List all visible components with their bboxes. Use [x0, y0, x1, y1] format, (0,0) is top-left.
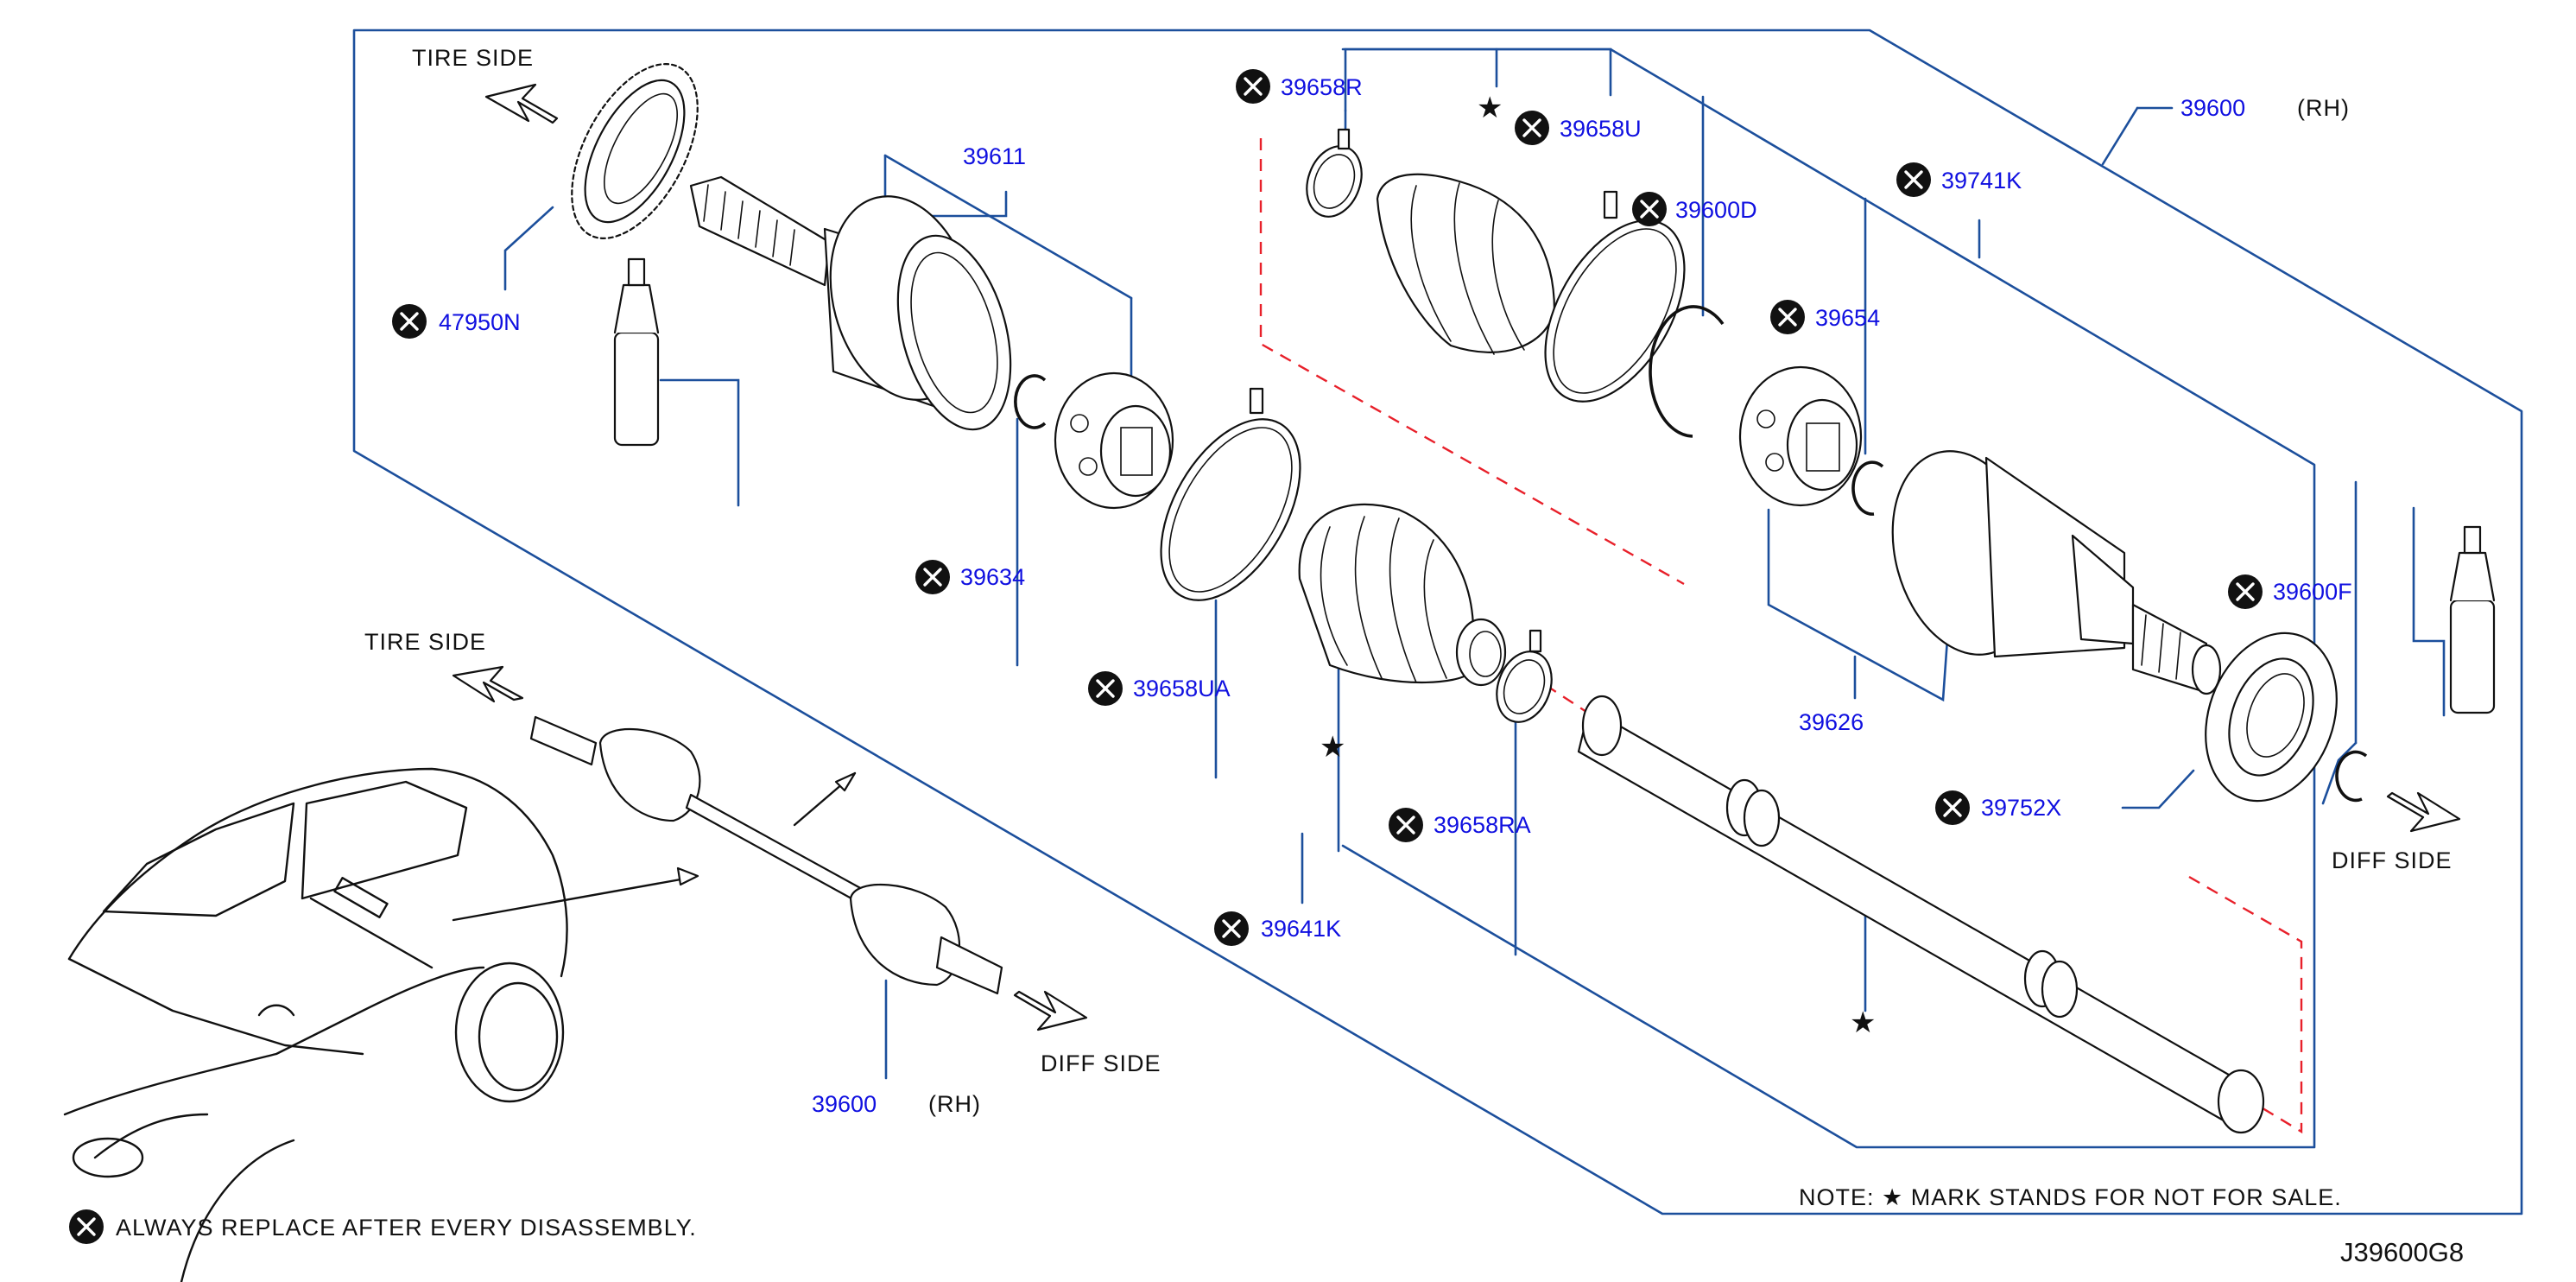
replace-x-icon	[67, 1208, 105, 1246]
part-number-39641K: 39641K	[1261, 916, 1341, 942]
abs-sensor-ring	[571, 63, 699, 239]
boot-band-39658UA	[1160, 387, 1301, 601]
replace-x-icon	[390, 302, 428, 340]
inner-joint-tripod	[1738, 365, 1863, 507]
replace-x-icon	[1934, 789, 1972, 827]
drive-shaft-assembly-overview	[529, 715, 1003, 995]
part-number-39658RA: 39658RA	[1434, 812, 1531, 838]
replace-x-icon	[1630, 190, 1668, 228]
inner-joint-spider	[1054, 371, 1174, 510]
part-side-rh-top: (RH)	[2297, 95, 2350, 121]
replace-x-icon	[2226, 573, 2264, 611]
small-boot-band-39658RA	[1496, 629, 1553, 723]
snap-ring-39654	[1851, 460, 1884, 516]
replace-x-icon	[914, 558, 952, 596]
snap-ring-39600D	[1649, 305, 1725, 438]
part-number-39654: 39654	[1815, 305, 1880, 331]
grease-tube-left	[613, 257, 660, 447]
replace-x-icon	[1769, 298, 1807, 336]
part-number-39611: 39611	[963, 143, 1026, 169]
outer-joint-stub-shaft	[689, 175, 831, 287]
replace-x-icon	[1086, 670, 1124, 708]
diff-side-label-mid: DIFF SIDE	[1041, 1050, 1161, 1076]
part-number-39634: 39634	[960, 564, 1025, 590]
diff-side-label-right: DIFF SIDE	[2332, 847, 2453, 873]
direction-arrow-icon	[452, 83, 2461, 1031]
outer-boot	[1298, 503, 1507, 687]
small-boot-band-39658R	[1306, 128, 1363, 218]
inner-boot	[1376, 173, 1556, 355]
assembly-frame	[352, 29, 2523, 1215]
part-number-39658U: 39658U	[1560, 116, 1642, 142]
replace-legend-text: ALWAYS REPLACE AFTER EVERY DISASSEMBLY.	[116, 1215, 697, 1241]
outer-joint-housing	[823, 195, 1012, 431]
part-number-39752X: 39752X	[1981, 795, 2061, 821]
part-side-rh-bottom: (RH)	[928, 1091, 981, 1117]
not-for-sale-star-icon: ★	[1850, 1006, 1876, 1040]
replace-x-icon	[1895, 161, 1933, 199]
part-number-39741K: 39741K	[1941, 168, 2022, 194]
alignment-dash-lower	[2188, 875, 2303, 1134]
part-number-39600-top: 39600	[2180, 95, 2245, 121]
part-number-39600-bottom: 39600	[812, 1091, 877, 1117]
drive-shaft	[1577, 695, 2265, 1134]
part-number-39658R: 39658R	[1281, 74, 1363, 100]
replace-x-icon	[1513, 109, 1551, 147]
dust-seal-39752X	[2205, 631, 2338, 803]
boot-band-39658U	[1544, 190, 1686, 403]
replace-x-icon	[1234, 67, 1272, 105]
replace-x-icon	[1212, 910, 1250, 948]
leader-lines	[503, 48, 2446, 1080]
part-number-39626: 39626	[1799, 709, 1864, 735]
part-number-39600D: 39600D	[1675, 197, 1757, 223]
not-for-sale-star-icon: ★	[1320, 730, 1345, 765]
vehicle-sketch	[63, 767, 568, 1282]
part-number-47950N: 47950N	[439, 309, 521, 335]
note-text: NOTE: ★ MARK STANDS FOR NOT FOR SALE.	[1799, 1184, 2342, 1210]
not-for-sale-star-icon: ★	[1477, 91, 1503, 125]
tire-side-label-mid: TIRE SIDE	[364, 629, 486, 655]
grease-tube-right	[2449, 525, 2496, 714]
part-number-39600F: 39600F	[2273, 579, 2352, 605]
snap-ring-39600F	[2335, 750, 2368, 803]
diagram-code: J39600G8	[2340, 1237, 2464, 1267]
snap-ring-39634	[1014, 374, 1047, 429]
replace-x-icon	[1387, 806, 1425, 844]
tire-side-label-top: TIRE SIDE	[412, 45, 534, 71]
part-number-39658UA: 39658UA	[1133, 676, 1231, 701]
alignment-dash-upper	[1259, 138, 1685, 586]
inner-joint-housing	[1891, 450, 2222, 695]
